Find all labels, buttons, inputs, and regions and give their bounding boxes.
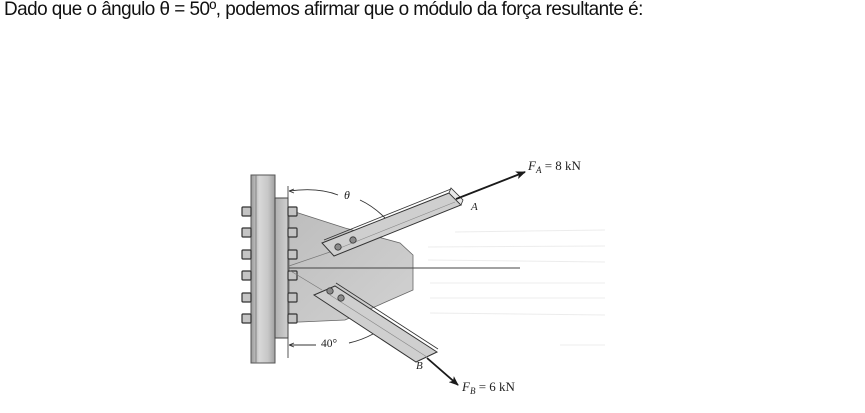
force-b-arrow (426, 357, 459, 386)
member-b (312, 282, 439, 363)
point-b-label: B (416, 360, 423, 372)
question-text: Dado que o ângulo θ = 50º, podemos afirm… (4, 0, 643, 20)
column (250, 174, 276, 364)
theta-angle-label: θ (344, 188, 350, 202)
member-a (321, 187, 464, 257)
force-a-arrow (455, 171, 526, 200)
angle-40-label: 40° (321, 338, 338, 350)
mounting-plate (274, 197, 289, 339)
force-a-label: FA = 8 kN (528, 158, 581, 175)
background-texture (427, 229, 606, 346)
angle-40-dimension-arc (288, 333, 374, 348)
point-a-label: A (471, 201, 478, 213)
bolts-left (241, 206, 252, 324)
reference-lines (287, 186, 520, 358)
bolts-right (287, 206, 298, 324)
force-b-label: FB = 6 kN (462, 379, 515, 396)
